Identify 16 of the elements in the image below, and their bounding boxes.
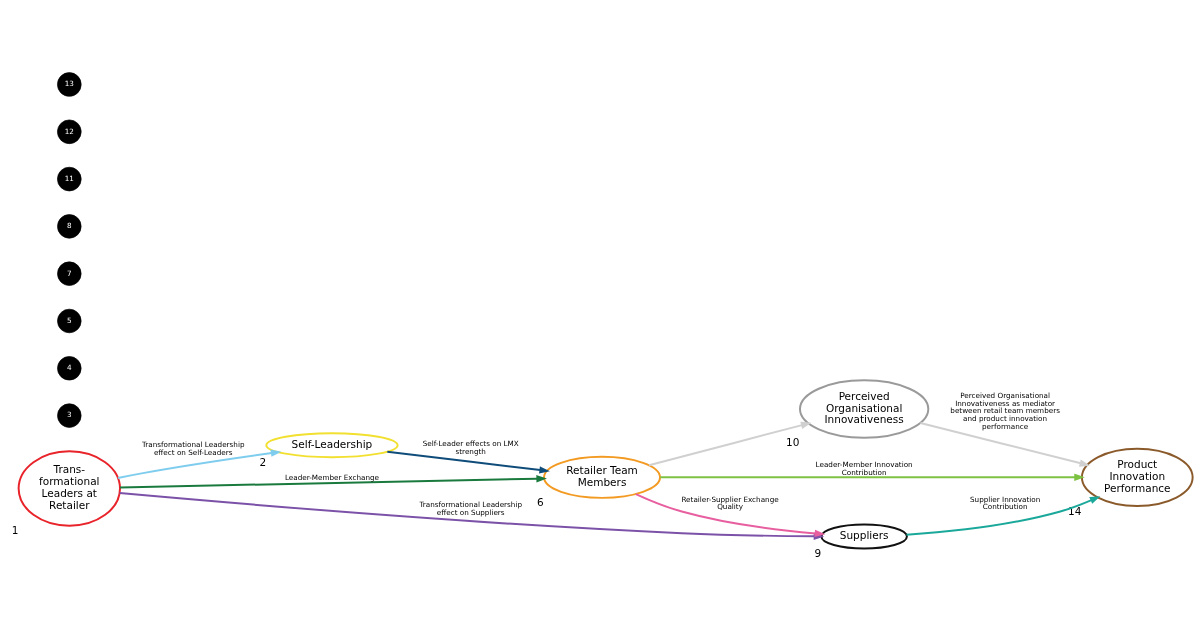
- arrow: [116, 449, 282, 479]
- node-ellipse: Trans- formational Leaders at Retailer: [17, 450, 121, 527]
- node-label: 1: [11, 524, 19, 537]
- node-label: 14: [1068, 504, 1082, 517]
- arrow: [119, 475, 547, 489]
- arrow: [919, 422, 1091, 467]
- arrow: [905, 496, 1101, 536]
- node-label: 9: [814, 546, 822, 559]
- arrow: [659, 473, 1085, 482]
- node-ellipse: Suppliers: [820, 523, 908, 550]
- node-label: 2: [259, 455, 267, 468]
- node-ellipse: Retailer Team Members: [543, 455, 661, 499]
- arrow: [386, 450, 550, 474]
- node-label: 10: [786, 436, 800, 449]
- arrow: [648, 421, 812, 467]
- node-label: 6: [537, 496, 544, 509]
